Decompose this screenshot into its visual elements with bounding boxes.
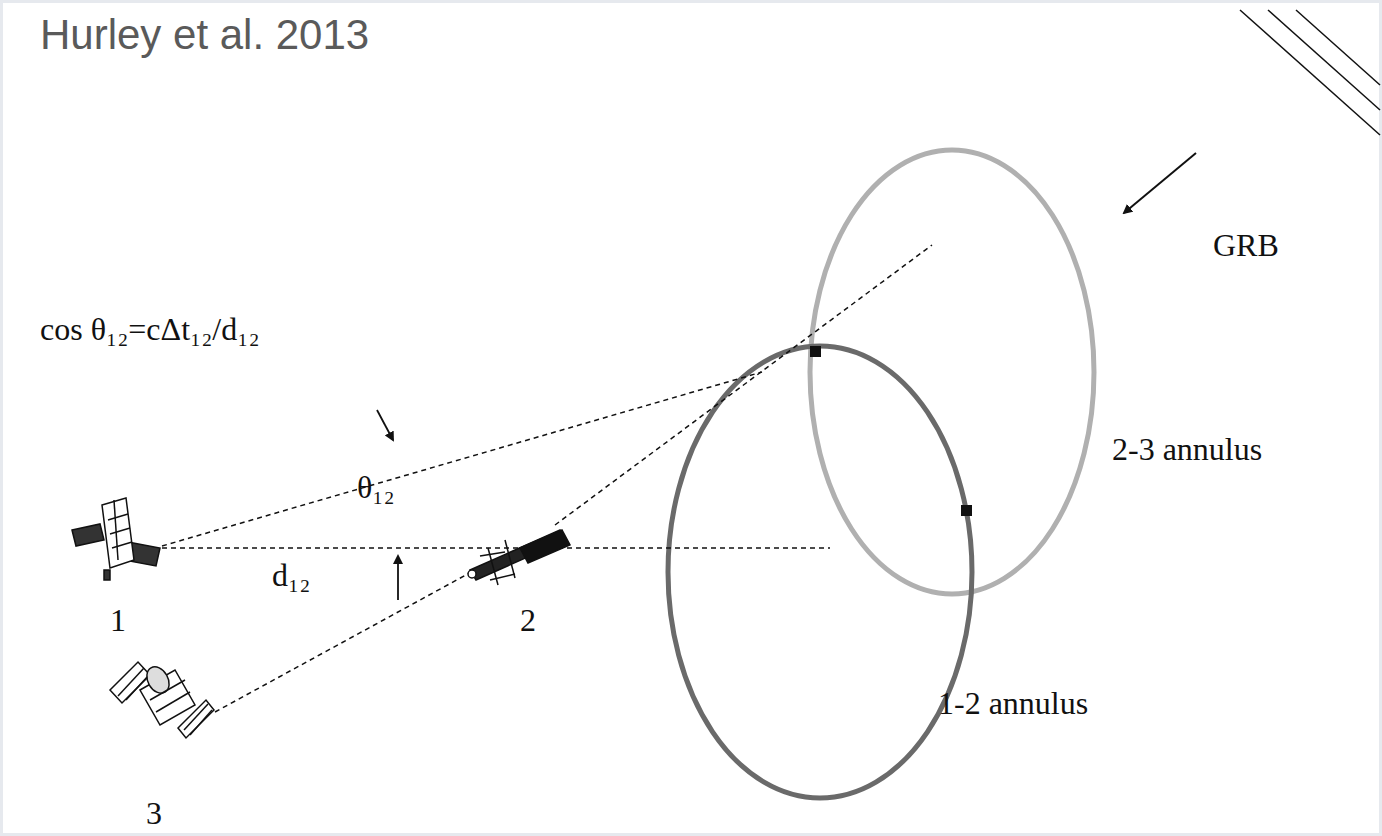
source-label: GRB <box>1213 228 1279 263</box>
distance-label: d₁₂ <box>272 558 310 593</box>
sight-lines <box>162 245 932 712</box>
grb-wavefront <box>1240 10 1380 135</box>
angle-arrow <box>397 556 399 600</box>
angle-arrow <box>377 410 393 440</box>
callout-number: 3 <box>146 796 162 831</box>
annulus-label: 1-2 annulus <box>938 686 1088 721</box>
annulus-2-3 <box>810 150 1094 594</box>
callout-number: 2 <box>520 603 536 638</box>
callout-number: 1 <box>110 603 126 638</box>
formula: cos θ₁₂=cΔt₁₂/d₁₂ <box>40 312 260 347</box>
telescope-symbol <box>110 662 214 738</box>
title: Hurley et al. 2013 <box>40 12 369 58</box>
angle-label: θ₁₂ <box>357 470 395 505</box>
grb-arrow <box>1124 153 1196 213</box>
intersection-point <box>961 505 972 516</box>
annulus-label: 2-3 annulus <box>1112 432 1262 467</box>
satellite-symbol <box>72 498 160 580</box>
station-symbol <box>468 530 570 585</box>
annulus-1-2 <box>668 346 972 798</box>
intersection-point <box>810 346 821 357</box>
